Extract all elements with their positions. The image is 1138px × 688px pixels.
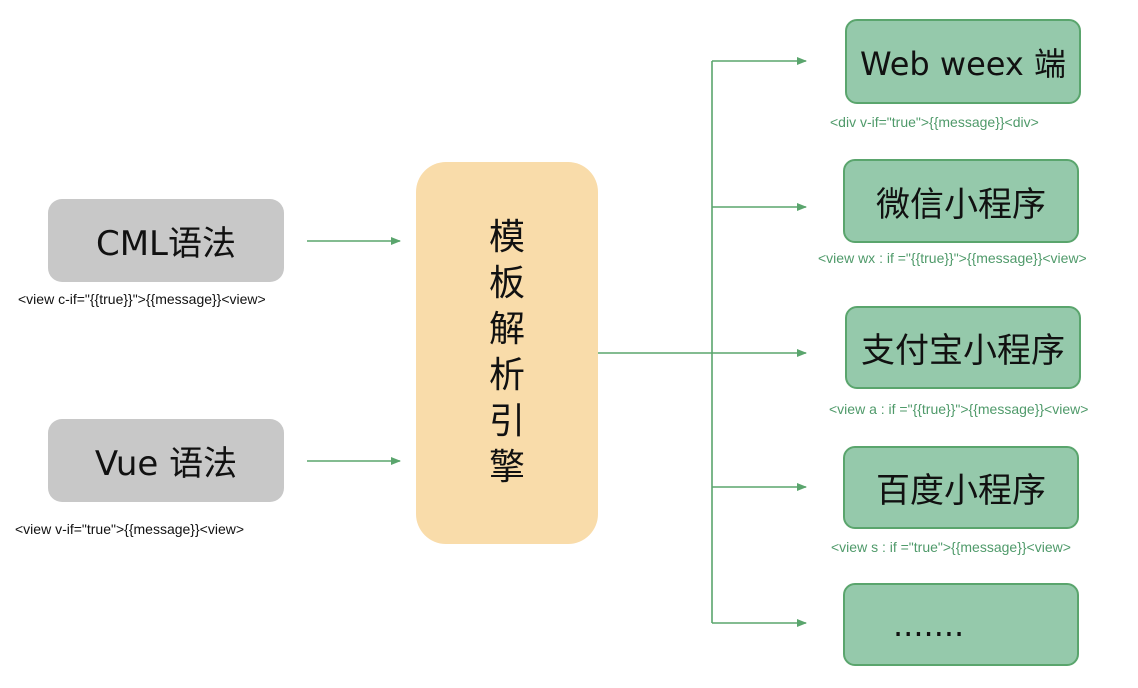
baidu-miniprogram-label: 百度小程序 (876, 471, 1046, 511)
more-platforms-box: ....... (843, 583, 1079, 666)
vue-code-example: <view v-if="true">{{message}}<view> (15, 521, 245, 537)
cml-code-example: <view c-if="{{true}}">{{message}}<view> (18, 291, 266, 307)
baidu-code-example: <view s : if ="true">{{message}}<view> (831, 539, 1071, 555)
web-weex-label: Web weex 端 (859, 44, 1067, 83)
engine-char: 引 (488, 401, 525, 442)
wechat-miniprogram-box: 微信小程序 (843, 159, 1079, 243)
cml-syntax-label: CML语法 (95, 224, 237, 264)
engine-char: 解 (488, 309, 525, 350)
template-parser-engine-box: 模 板 解 析 引 擎 (416, 162, 598, 544)
vue-syntax-box: Vue 语法 (48, 419, 284, 502)
more-platforms-label: ....... (893, 605, 965, 644)
engine-char: 模 (488, 217, 525, 258)
vue-syntax-label: Vue 语法 (94, 444, 238, 484)
web-weex-box: Web weex 端 (845, 19, 1081, 104)
web-weex-code-example: <div v-if="true">{{message}}<div> (830, 114, 1039, 130)
alipay-code-example: <view a : if ="{{true}}">{{message}}<vie… (829, 401, 1089, 417)
engine-char: 析 (488, 355, 525, 396)
baidu-miniprogram-box: 百度小程序 (843, 446, 1079, 529)
alipay-miniprogram-box: 支付宝小程序 (845, 306, 1081, 389)
cml-syntax-box: CML语法 (48, 199, 284, 282)
alipay-miniprogram-label: 支付宝小程序 (861, 331, 1065, 371)
engine-char: 擎 (488, 447, 525, 488)
wechat-miniprogram-label: 微信小程序 (876, 184, 1046, 225)
engine-char: 板 (488, 263, 525, 304)
wechat-code-example: <view wx : if ="{{true}}">{{message}}<vi… (818, 250, 1087, 266)
